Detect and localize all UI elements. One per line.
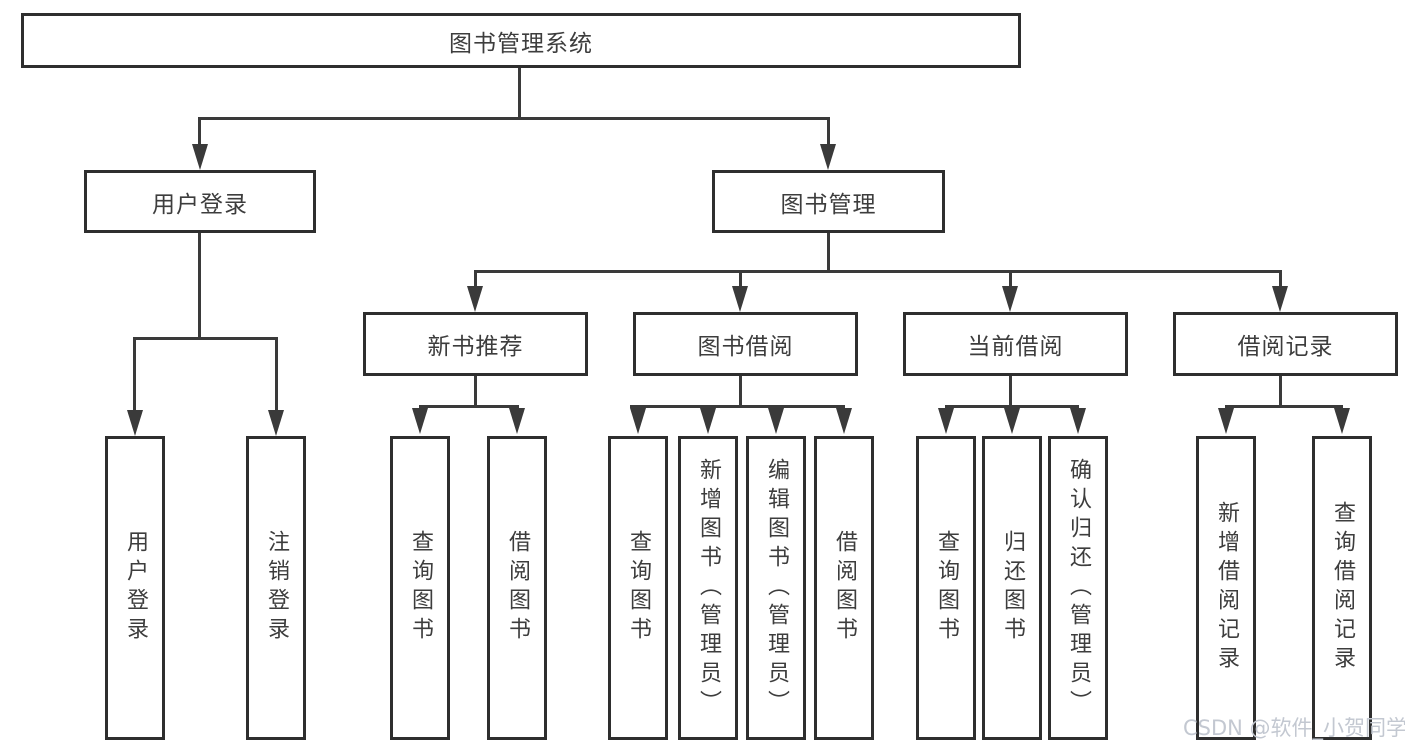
leaf-label: 查询图书 xyxy=(626,530,651,646)
leaf-label: 借阅图书 xyxy=(832,530,857,646)
leaf-label: 编辑图书（管理员） xyxy=(764,457,789,719)
leaf-label: 新增借阅记录 xyxy=(1214,501,1239,675)
node-user-login: 用户登录 xyxy=(84,170,316,233)
leaf-add-books-admin: 新增图书（管理员） xyxy=(678,436,738,740)
connector-line xyxy=(1009,270,1012,288)
connector-line xyxy=(945,405,1079,408)
arrow-down-icon xyxy=(700,408,716,434)
node-label: 图书管理 xyxy=(780,191,877,218)
node-book-borrowing: 图书借阅 xyxy=(633,312,858,376)
connector-line xyxy=(1009,376,1012,408)
node-label: 借阅记录 xyxy=(1237,334,1334,360)
arrow-down-icon xyxy=(732,286,748,312)
connector-line xyxy=(827,233,830,273)
node-label: 新书推荐 xyxy=(427,334,524,360)
leaf-label: 新增图书（管理员） xyxy=(696,457,721,719)
arrow-down-icon xyxy=(938,408,954,434)
leaf-query-books-recommend: 查询图书 xyxy=(390,436,450,740)
leaf-label: 确认归还（管理员） xyxy=(1066,457,1091,719)
connector-line xyxy=(419,405,519,408)
connector-line xyxy=(133,337,136,412)
csdn-watermark: CSDN @软件_小贺同学 xyxy=(1183,716,1405,740)
connector-line xyxy=(739,376,742,408)
connector-line xyxy=(1279,270,1282,288)
leaf-confirm-return-admin: 确认归还（管理员） xyxy=(1048,436,1108,740)
leaf-label: 查询借阅记录 xyxy=(1330,501,1355,675)
leaf-label: 查询图书 xyxy=(408,530,433,646)
leaf-query-books-current: 查询图书 xyxy=(916,436,976,740)
arrow-down-icon xyxy=(127,410,143,436)
connector-line xyxy=(739,270,742,288)
connector-line xyxy=(198,233,201,340)
leaf-query-borrow-record: 查询借阅记录 xyxy=(1312,436,1372,740)
arrow-down-icon xyxy=(1070,408,1086,434)
node-label: 当前借阅 xyxy=(967,334,1064,360)
arrow-down-icon xyxy=(1218,408,1234,434)
leaf-label: 归还图书 xyxy=(1000,530,1025,646)
arrow-down-icon xyxy=(1002,286,1018,312)
leaf-borrow-books: 借阅图书 xyxy=(814,436,874,740)
node-new-book-recommendation: 新书推荐 xyxy=(363,312,588,376)
arrow-down-icon xyxy=(192,144,208,170)
leaf-label: 用户登录 xyxy=(123,530,148,646)
connector-line xyxy=(518,68,521,119)
arrow-down-icon xyxy=(836,408,852,434)
arrow-down-icon xyxy=(1272,286,1288,312)
arrow-down-icon xyxy=(1004,408,1020,434)
leaf-add-borrow-record: 新增借阅记录 xyxy=(1196,436,1256,740)
connector-line xyxy=(474,270,477,288)
leaf-logout: 注销登录 xyxy=(246,436,306,740)
connector-line xyxy=(630,405,845,408)
leaf-return-books: 归还图书 xyxy=(982,436,1042,740)
leaf-user-login: 用户登录 xyxy=(105,436,165,740)
arrow-down-icon xyxy=(1334,408,1350,434)
node-borrowing-records: 借阅记录 xyxy=(1173,312,1398,376)
leaf-label: 借阅图书 xyxy=(505,530,530,646)
connector-line xyxy=(1279,376,1282,408)
connector-line xyxy=(474,270,1282,273)
node-label: 用户登录 xyxy=(152,191,248,218)
connector-line xyxy=(198,117,830,120)
arrow-down-icon xyxy=(820,144,836,170)
leaf-label: 注销登录 xyxy=(264,530,289,646)
connector-line xyxy=(133,337,278,340)
connector-line xyxy=(827,117,830,147)
node-label: 图书借阅 xyxy=(697,334,794,360)
leaf-borrow-books-recommend: 借阅图书 xyxy=(487,436,547,740)
arrow-down-icon xyxy=(630,408,646,434)
arrow-down-icon xyxy=(268,410,284,436)
leaf-label: 查询图书 xyxy=(934,530,959,646)
arrow-down-icon xyxy=(412,408,428,434)
leaf-query-books-borrow: 查询图书 xyxy=(608,436,668,740)
connector-line xyxy=(474,376,477,408)
node-current-borrowing: 当前借阅 xyxy=(903,312,1128,376)
arrow-down-icon xyxy=(768,408,784,434)
arrow-down-icon xyxy=(509,408,525,434)
connector-line xyxy=(275,337,278,412)
node-label: 图书管理系统 xyxy=(449,30,593,57)
leaf-edit-books-admin: 编辑图书（管理员） xyxy=(746,436,806,740)
arrow-down-icon xyxy=(467,286,483,312)
connector-line xyxy=(198,117,201,147)
node-book-management: 图书管理 xyxy=(712,170,945,233)
node-library-management-system: 图书管理系统 xyxy=(21,13,1021,68)
connector-line xyxy=(1225,405,1343,408)
